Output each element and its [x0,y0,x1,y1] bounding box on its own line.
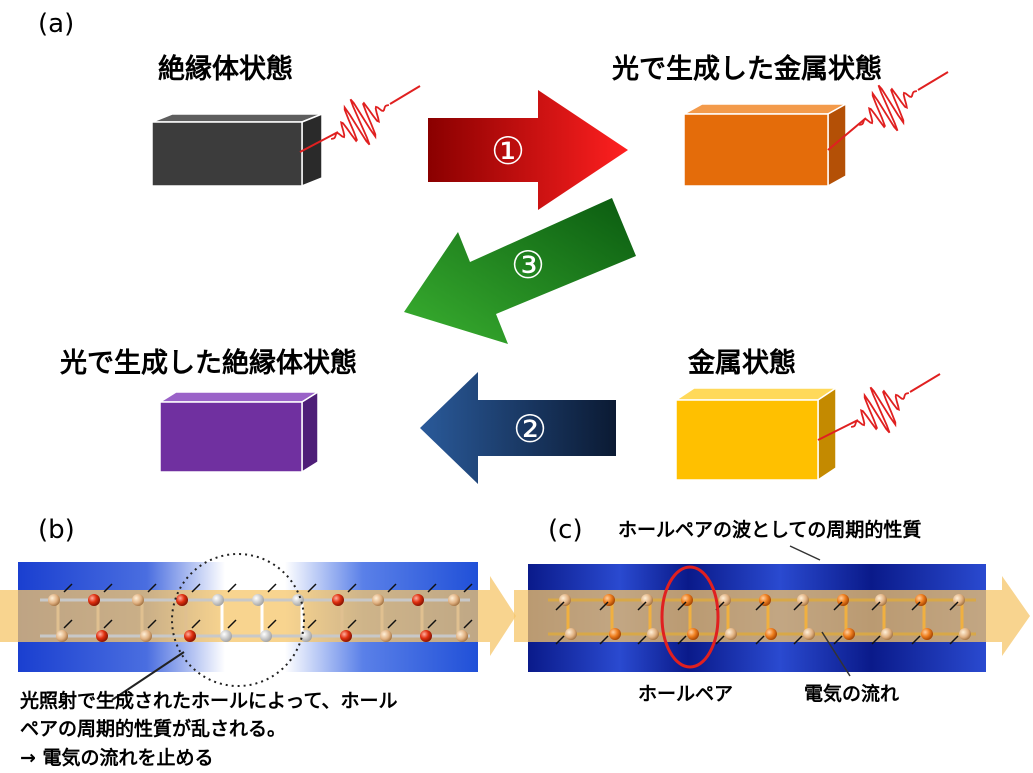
light-pulse-metal [817,373,941,441]
ladder-panel-b [0,553,516,701]
atom [340,630,352,642]
arrow-step-2: ② [420,372,616,484]
atom [176,594,188,606]
atom [292,594,304,606]
atom [220,630,232,642]
atom [420,630,432,642]
atom [921,628,933,640]
atom [56,630,68,642]
atom [412,594,424,606]
atom [88,594,100,606]
hole-disturbance-circle [171,553,305,687]
pointer-wave [789,545,821,561]
arrow-step-1-label: ① [491,129,525,173]
annotation-periodic-wave: ホールペアの波としての周期的性質 [618,518,921,541]
state-title-metal: 金属状態 [687,347,796,379]
atom [300,630,312,642]
pointer-flow [821,631,851,677]
block-insulator [151,112,323,188]
atom [959,628,971,640]
atom [132,594,144,606]
annotation-current-flow: 電気の流れ [804,682,899,705]
state-title-photo-metal: 光で生成した金属状態 [611,53,882,85]
atom [456,630,468,642]
caption-b-line-1: 光照射で生成されたホールによって、ホール [19,689,398,712]
block-photo-insulator [157,390,321,474]
atom [565,628,577,640]
arrow-step-2-label: ② [513,407,547,451]
state-title-photo-insulator: 光で生成した絶縁体状態 [59,347,357,379]
light-pulse-photo-metal [827,71,949,151]
atom [765,628,777,640]
atom [372,594,384,606]
atom [48,594,60,606]
atom [881,628,893,640]
atom [725,628,737,640]
state-title-insulator: 絶縁体状態 [158,53,293,85]
atom [140,630,152,642]
atom [687,628,699,640]
caption-b-line-3: → 電気の流れを止める [20,746,214,769]
ladder-panel-c [514,545,1030,677]
atom [803,628,815,640]
block-photo-metal [681,102,849,188]
atom [96,630,108,642]
block-metal [673,386,839,482]
light-pulses [299,71,949,441]
hole-pair-highlight [660,565,720,669]
atom [609,628,621,640]
atom [448,594,460,606]
atom [380,630,392,642]
atom [212,594,224,606]
caption-pointer [111,651,185,701]
atom [260,630,272,642]
atom [843,628,855,640]
arrow-step-3-label: ③ [511,243,545,287]
panel-c-label: (c) [548,515,583,545]
panel-b-label: (b) [38,515,75,545]
atom [184,630,196,642]
panel-a-label: (a) [38,9,74,39]
light-pulse-insulator [299,85,421,153]
atom [647,628,659,640]
atom [332,594,344,606]
atom [252,594,264,606]
arrow-step-1: ① [428,90,628,210]
caption-b-line-2: ペアの周期的性質が乱される。 [20,717,286,740]
annotation-hole-pair: ホールペア [638,683,733,705]
arrow-step-3: ③ [404,198,636,344]
